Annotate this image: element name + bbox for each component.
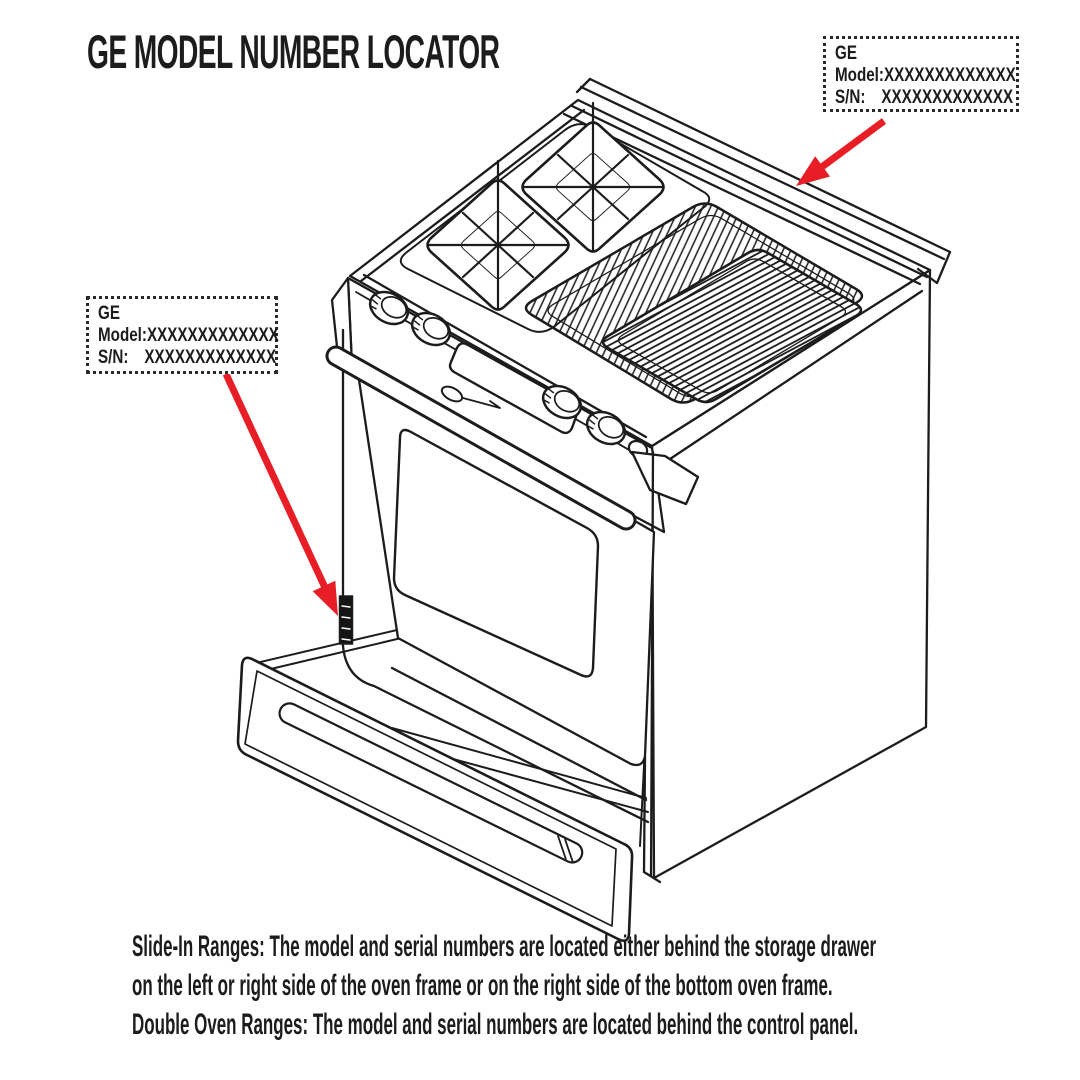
oven-door-window [392,428,600,678]
label-brand: GE [835,43,857,64]
body-right-edge [649,450,655,878]
burner-grate-rear [521,101,665,253]
burner-area [399,101,711,333]
storage-drawer [236,656,634,942]
label-model-row: Model:XXXXXXXXXXXXX [98,325,279,347]
label-model-row: Model:XXXXXXXXXXXXX [835,65,1016,87]
label-brand: GE [98,303,120,324]
model-label: Model: [835,65,884,86]
page-title: GE MODEL NUMBER LOCATOR [87,25,500,78]
burner-knob-4 [585,410,627,446]
model-serial-tag [338,595,354,645]
caption-line-1: Slide-In Ranges: The model and serial nu… [132,930,877,963]
model-serial-label-top-right: GE Model:XXXXXXXXXXXXX S/N: XXXXXXXXXXXXX [823,36,1019,112]
sn-value: XXXXXXXXXXXXX [881,87,1014,108]
probe-clip [440,385,501,409]
caption: Slide-In Ranges: The model and serial nu… [132,927,876,1044]
cooktop-corner-bracket [630,450,700,506]
callout-arrow-left [222,372,338,616]
door-underside-line [390,666,648,802]
burner-knob-2 [410,311,452,347]
control-panel [330,276,700,534]
callout-arrow-top-right [796,118,887,186]
sn-value: XXXXXXXXXXXXX [144,347,277,368]
drawer-handle-slot [278,702,584,864]
model-value: XXXXXXXXXXXXX [883,65,1016,86]
model-label: Model: [98,325,147,346]
model-serial-label-left: GE Model:XXXXXXXXXXXXX S/N: XXXXXXXXXXXXX [86,296,279,374]
burner-grate-front [426,159,570,311]
sn-label: S/N: [98,347,129,368]
cooktop-left-rim-line [359,108,586,283]
caption-line-3: Double Oven Ranges: The model and serial… [132,1008,859,1041]
rear-vent-strip [562,77,952,286]
side-panel-top-rim-line [662,289,924,465]
model-value: XXXXXXXXXXXXX [146,325,279,346]
burner-knob-1 [368,290,410,326]
label-sn-row: S/N: XXXXXXXXXXXXX [98,347,276,369]
cooktop-front-rim-line [362,273,648,439]
griddle-grill-well [524,202,864,404]
sn-label: S/N: [835,87,866,108]
caption-line-2: on the left or right side of the oven fr… [132,969,833,1002]
burner-knob-3 [541,384,583,420]
oven-door [325,345,656,802]
label-sn-row: S/N: XXXXXXXXXXXXX [835,87,1013,109]
oven-door-handle [325,345,637,531]
